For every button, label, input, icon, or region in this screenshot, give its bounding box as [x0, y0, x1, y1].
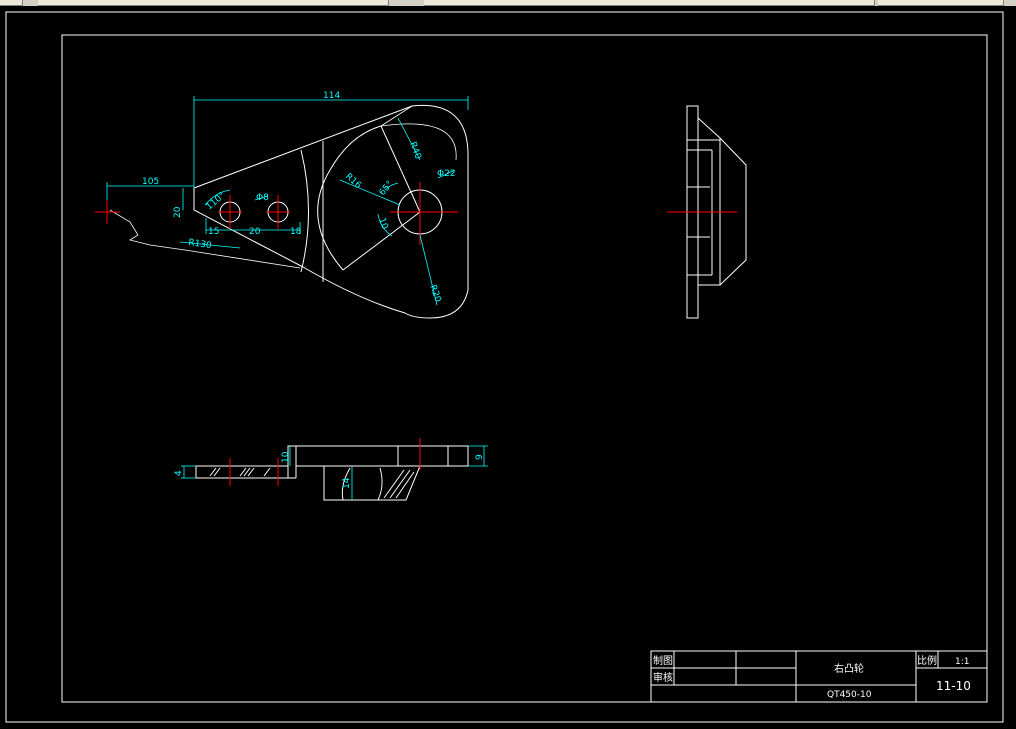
- label-drawn: 制图: [653, 654, 673, 667]
- dim-18: 18: [290, 227, 302, 237]
- bottom-view-dimension-texts: 4 10 14 9: [174, 451, 485, 489]
- side-view-outline: [686, 105, 747, 319]
- toolbar-segment[interactable]: [878, 0, 1004, 6]
- dim-bore-dia: Φ22: [437, 169, 456, 179]
- dim-bottom-9: 9: [475, 454, 485, 460]
- front-view-dimension-lines: [106, 96, 469, 306]
- dim-r40: R40: [407, 141, 423, 161]
- front-view-arc-upper: [380, 105, 457, 161]
- scale-value: 1:1: [955, 657, 969, 667]
- dim-r130: R130: [188, 238, 213, 251]
- top-toolbar-strip: [0, 0, 1016, 6]
- front-view-outline: [193, 104, 469, 319]
- front-view-relief-arc: [300, 149, 309, 273]
- dim-bottom-14: 14: [342, 477, 352, 489]
- toolbar-segment[interactable]: [0, 0, 23, 6]
- break-line: [109, 209, 301, 269]
- label-checked: 审核: [653, 671, 673, 684]
- bottom-view-dimension-lines: [181, 445, 488, 500]
- toolbar-segment[interactable]: [38, 0, 389, 6]
- dim-angle-110: 110°: [205, 191, 228, 213]
- dim-offset: 105: [142, 177, 159, 187]
- dim-height: 20: [173, 206, 183, 218]
- outer-border: [5, 11, 1004, 723]
- dim-hole-dia: Φ8: [256, 193, 269, 203]
- front-view-centerlines: [95, 182, 458, 245]
- dim-20: 20: [249, 227, 261, 237]
- dim-angle-65: 65°: [378, 179, 396, 198]
- toolbar-segment[interactable]: [744, 0, 875, 6]
- cad-drawing-canvas[interactable]: 114 105 20 110° Φ8 15 20 18 R130 R16 R40…: [0, 6, 1016, 729]
- part-name: 右凸轮: [834, 662, 864, 675]
- front-view-sector-radii: [342, 125, 421, 271]
- title-block-texts: 制图 审核 右凸轮 比例 1:1 QT450-10 11-10: [653, 654, 971, 700]
- dim-bottom-4: 4: [174, 470, 184, 476]
- front-view-dimension-texts: 114 105 20 110° Φ8 15 20 18 R130 R16 R40…: [142, 91, 456, 304]
- material: QT450-10: [827, 690, 872, 700]
- dim-15: 15: [208, 227, 219, 237]
- bottom-view-centerlines: [229, 438, 421, 486]
- bottom-view-outline-upper: [196, 445, 469, 501]
- drawing-number: 11-10: [936, 679, 971, 693]
- dim-r20: R20: [427, 284, 443, 304]
- dim-bottom-10: 10: [281, 451, 291, 463]
- inner-border: [61, 34, 988, 703]
- bottom-view: [195, 445, 469, 501]
- dim-overall-width: 114: [323, 91, 340, 101]
- front-view-sector-arc: [317, 125, 382, 271]
- dim-10: 10: [376, 217, 389, 231]
- title-block: [650, 650, 988, 703]
- label-scale: 比例: [917, 654, 937, 667]
